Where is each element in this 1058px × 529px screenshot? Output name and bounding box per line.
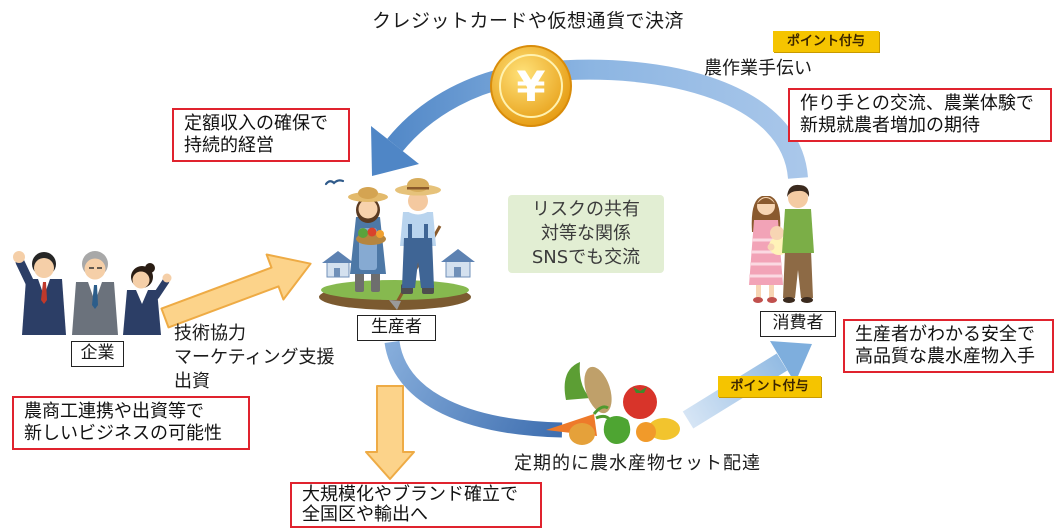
relationship-line-2: 対等な関係	[541, 223, 631, 244]
payment-method-label: クレジットカードや仮想通貨で決済	[372, 10, 685, 32]
yen-symbol: ¥	[516, 62, 545, 111]
relationship-line-1: リスクの共有	[532, 199, 640, 220]
consumer-exchange-box: 作り手との交流、農業体験で 新規就農者増加の期待	[788, 88, 1052, 142]
company-support-item-1: 技術協力	[174, 323, 246, 344]
producer-farmers-illustration	[319, 178, 475, 310]
scale-up-line-2: 全国区や輸出へ	[302, 504, 428, 525]
points-badge-bottom: ポイント付与	[718, 376, 821, 397]
company-support-list: 技術協力 マーケティング支援 出資	[174, 322, 335, 394]
consumer-exchange-line-2: 新規就農者増加の期待	[800, 115, 980, 136]
father-figure	[782, 184, 814, 303]
onion	[569, 423, 595, 445]
female-farmer-figure	[348, 187, 388, 292]
consumer-family-illustration	[749, 184, 814, 303]
businessman-figure	[13, 251, 66, 335]
safe-products-line-1: 生産者がわかる安全で	[855, 324, 1035, 345]
leafy-greens	[564, 362, 590, 400]
orange-fruit	[636, 422, 656, 442]
business-possibility-line-2: 新しいビジネスの可能性	[24, 423, 222, 444]
payment-flow-arrow	[371, 59, 808, 180]
company-support-item-2: マーケティング支援	[174, 347, 335, 368]
house-icon	[441, 249, 475, 278]
safe-products-box: 生産者がわかる安全で 高品質な農水産物入手	[843, 319, 1054, 373]
company-support-arrow	[160, 253, 312, 329]
tomato-stem	[633, 387, 647, 393]
businesswoman-figure	[123, 263, 172, 335]
safe-products-line-2: 高品質な農水産物入手	[855, 346, 1035, 367]
company-label: 企業	[71, 341, 124, 367]
lemon	[648, 418, 680, 440]
consumer-exchange-line-1: 作り手との交流、農業体験で	[800, 93, 1034, 114]
fixed-income-box: 定額収入の確保で 持続的経営	[172, 108, 350, 162]
taro	[584, 366, 612, 414]
company-support-item-3: 出資	[174, 371, 210, 392]
male-farmer-figure	[389, 178, 442, 310]
scale-up-box: 大規模化やブランド確立で 全国区や輸出へ	[290, 482, 542, 528]
house-icon	[322, 251, 354, 278]
senior-businessman-figure	[72, 251, 118, 335]
vegetables-illustration	[546, 362, 680, 445]
delivery-label: 定期的に農水産物セット配達	[514, 453, 761, 474]
consumer-label: 消費者	[760, 311, 836, 337]
yen-coin-icon: ¥	[490, 45, 572, 127]
green-pepper	[603, 416, 631, 444]
relationship-box: リスクの共有 対等な関係 SNSでも交流	[508, 195, 664, 273]
business-possibility-line-1: 農商工連携や出資等で	[24, 401, 204, 422]
business-possibility-box: 農商工連携や出資等で 新しいビジネスの可能性	[12, 396, 250, 450]
scale-up-arrow	[365, 385, 415, 480]
relationship-line-3: SNSでも交流	[531, 247, 641, 268]
bird-icon	[324, 179, 345, 186]
tomato	[623, 385, 657, 419]
fixed-income-line-1: 定額収入の確保で	[184, 113, 328, 134]
scale-up-line-1: 大規模化やブランド確立で	[302, 484, 518, 505]
delivery-flow-arc	[384, 340, 563, 438]
points-badge-top: ポイント付与	[773, 31, 879, 52]
fixed-income-line-2: 持続的経営	[184, 135, 274, 156]
company-people-illustration	[13, 251, 172, 335]
producer-label: 生産者	[357, 315, 436, 341]
farm-help-label: 農作業手伝い	[704, 58, 812, 79]
